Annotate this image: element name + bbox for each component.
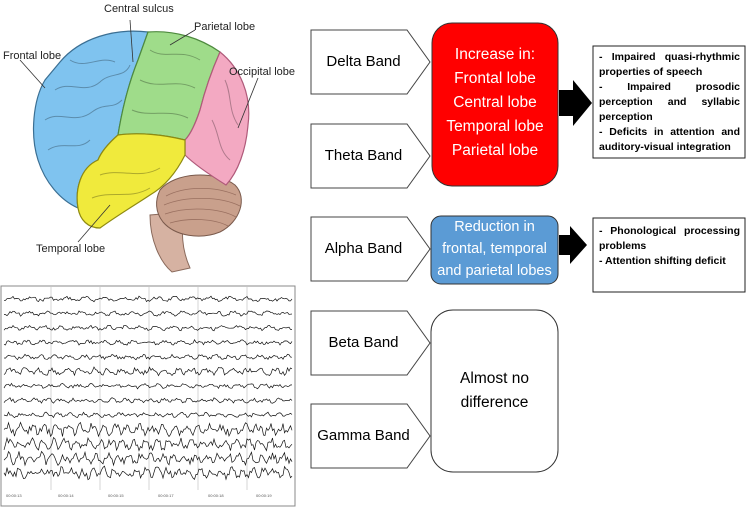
increase-line: Central lobe	[453, 94, 537, 111]
no-difference-text: Almost no difference	[431, 367, 558, 415]
svg-text:00:00:17: 00:00:17	[158, 493, 174, 498]
central-sulcus-label: Central sulcus	[104, 3, 174, 15]
reduction-notes: - Phonological processing problems - Att…	[599, 224, 740, 269]
theta-band-arrow	[310, 123, 431, 189]
eeg-channel-trace	[3, 324, 293, 332]
reduction-line: Reduction in	[454, 219, 535, 235]
occipital-lobe-region	[184, 51, 250, 186]
frontal-lobe-label: Frontal lobe	[3, 50, 62, 62]
reduction-line: and parietal lobes	[437, 263, 552, 279]
beta-band-arrow	[310, 310, 431, 376]
increase-box-text: Increase in: Frontal lobe Central lobe T…	[432, 43, 558, 163]
alpha-band-arrow	[310, 216, 431, 282]
theta-band-label: Theta Band	[324, 147, 403, 164]
note-item: - Deficits in attention and auditory-vis…	[599, 126, 740, 153]
no-difference-box	[430, 309, 559, 473]
reduction-box	[430, 215, 559, 285]
increase-line: Frontal lobe	[454, 70, 536, 87]
note-item: - Attention shifting deficit	[599, 255, 726, 267]
flow-diagram	[310, 22, 746, 473]
svg-text:00:00:19: 00:00:19	[256, 493, 272, 498]
reduction-arrow	[559, 226, 587, 264]
svg-text:00:00:15: 00:00:15	[108, 493, 124, 498]
parietal-lobe-label: Parietal lobe	[194, 21, 256, 33]
note-item: - Phonological processing problems	[599, 225, 740, 252]
increase-arrow	[559, 80, 592, 126]
increase-line: Temporal lobe	[446, 118, 544, 135]
delta-band-arrow	[310, 29, 431, 95]
note-item: - Impaired prosodic perception and sylla…	[599, 81, 740, 123]
occipital-lobe-label: Occipital lobe	[229, 66, 296, 78]
eeg-channel-trace	[3, 421, 293, 438]
eeg-channel-trace	[3, 465, 293, 481]
eeg-trace: 00:00:13 00:00:14 00:00:15 00:00:17 00:0…	[0, 285, 296, 507]
reduction-line: frontal, temporal	[442, 241, 547, 257]
temporal-lobe-label: Temporal lobe	[36, 243, 106, 255]
temporal-lobe-region	[76, 133, 186, 229]
svg-text:00:00:13: 00:00:13	[6, 493, 22, 498]
gamma-band-arrow	[310, 403, 431, 469]
eeg-channel-trace	[3, 353, 293, 361]
eeg-channel-trace	[3, 295, 293, 303]
no-difference-line: Almost no	[460, 370, 529, 387]
increase-line: Parietal lobe	[451, 142, 539, 159]
alpha-band-label: Alpha Band	[324, 240, 403, 257]
increase-line: Increase in:	[454, 46, 536, 63]
beta-band-label: Beta Band	[328, 334, 399, 351]
increase-notes: - Impaired quasi-rhythmic properties of …	[599, 50, 740, 155]
reduction-box-text: Reduction in frontal, temporal and parie…	[431, 216, 558, 282]
eeg-channel-trace	[3, 436, 293, 452]
brain-illustration	[19, 19, 259, 273]
eeg-channel-trace	[3, 382, 293, 390]
cerebellum	[156, 174, 242, 237]
svg-text:00:00:14: 00:00:14	[58, 493, 74, 498]
eeg-channel-trace	[3, 450, 293, 467]
no-difference-line: difference	[460, 394, 529, 411]
increase-note-box	[592, 45, 746, 159]
note-item: - Impaired quasi-rhythmic properties of …	[599, 51, 740, 78]
delta-band-label: Delta Band	[326, 53, 401, 70]
reduction-note-box	[592, 217, 746, 293]
eeg-channel-trace	[3, 366, 293, 377]
increase-box	[431, 22, 559, 187]
gamma-band-label: Gamma Band	[317, 427, 410, 444]
svg-text:00:00:18: 00:00:18	[208, 493, 224, 498]
eeg-channel-trace	[3, 339, 293, 346]
eeg-channel-trace	[3, 397, 293, 404]
eeg-channel-trace	[3, 310, 293, 317]
eeg-channel-trace	[3, 411, 293, 419]
